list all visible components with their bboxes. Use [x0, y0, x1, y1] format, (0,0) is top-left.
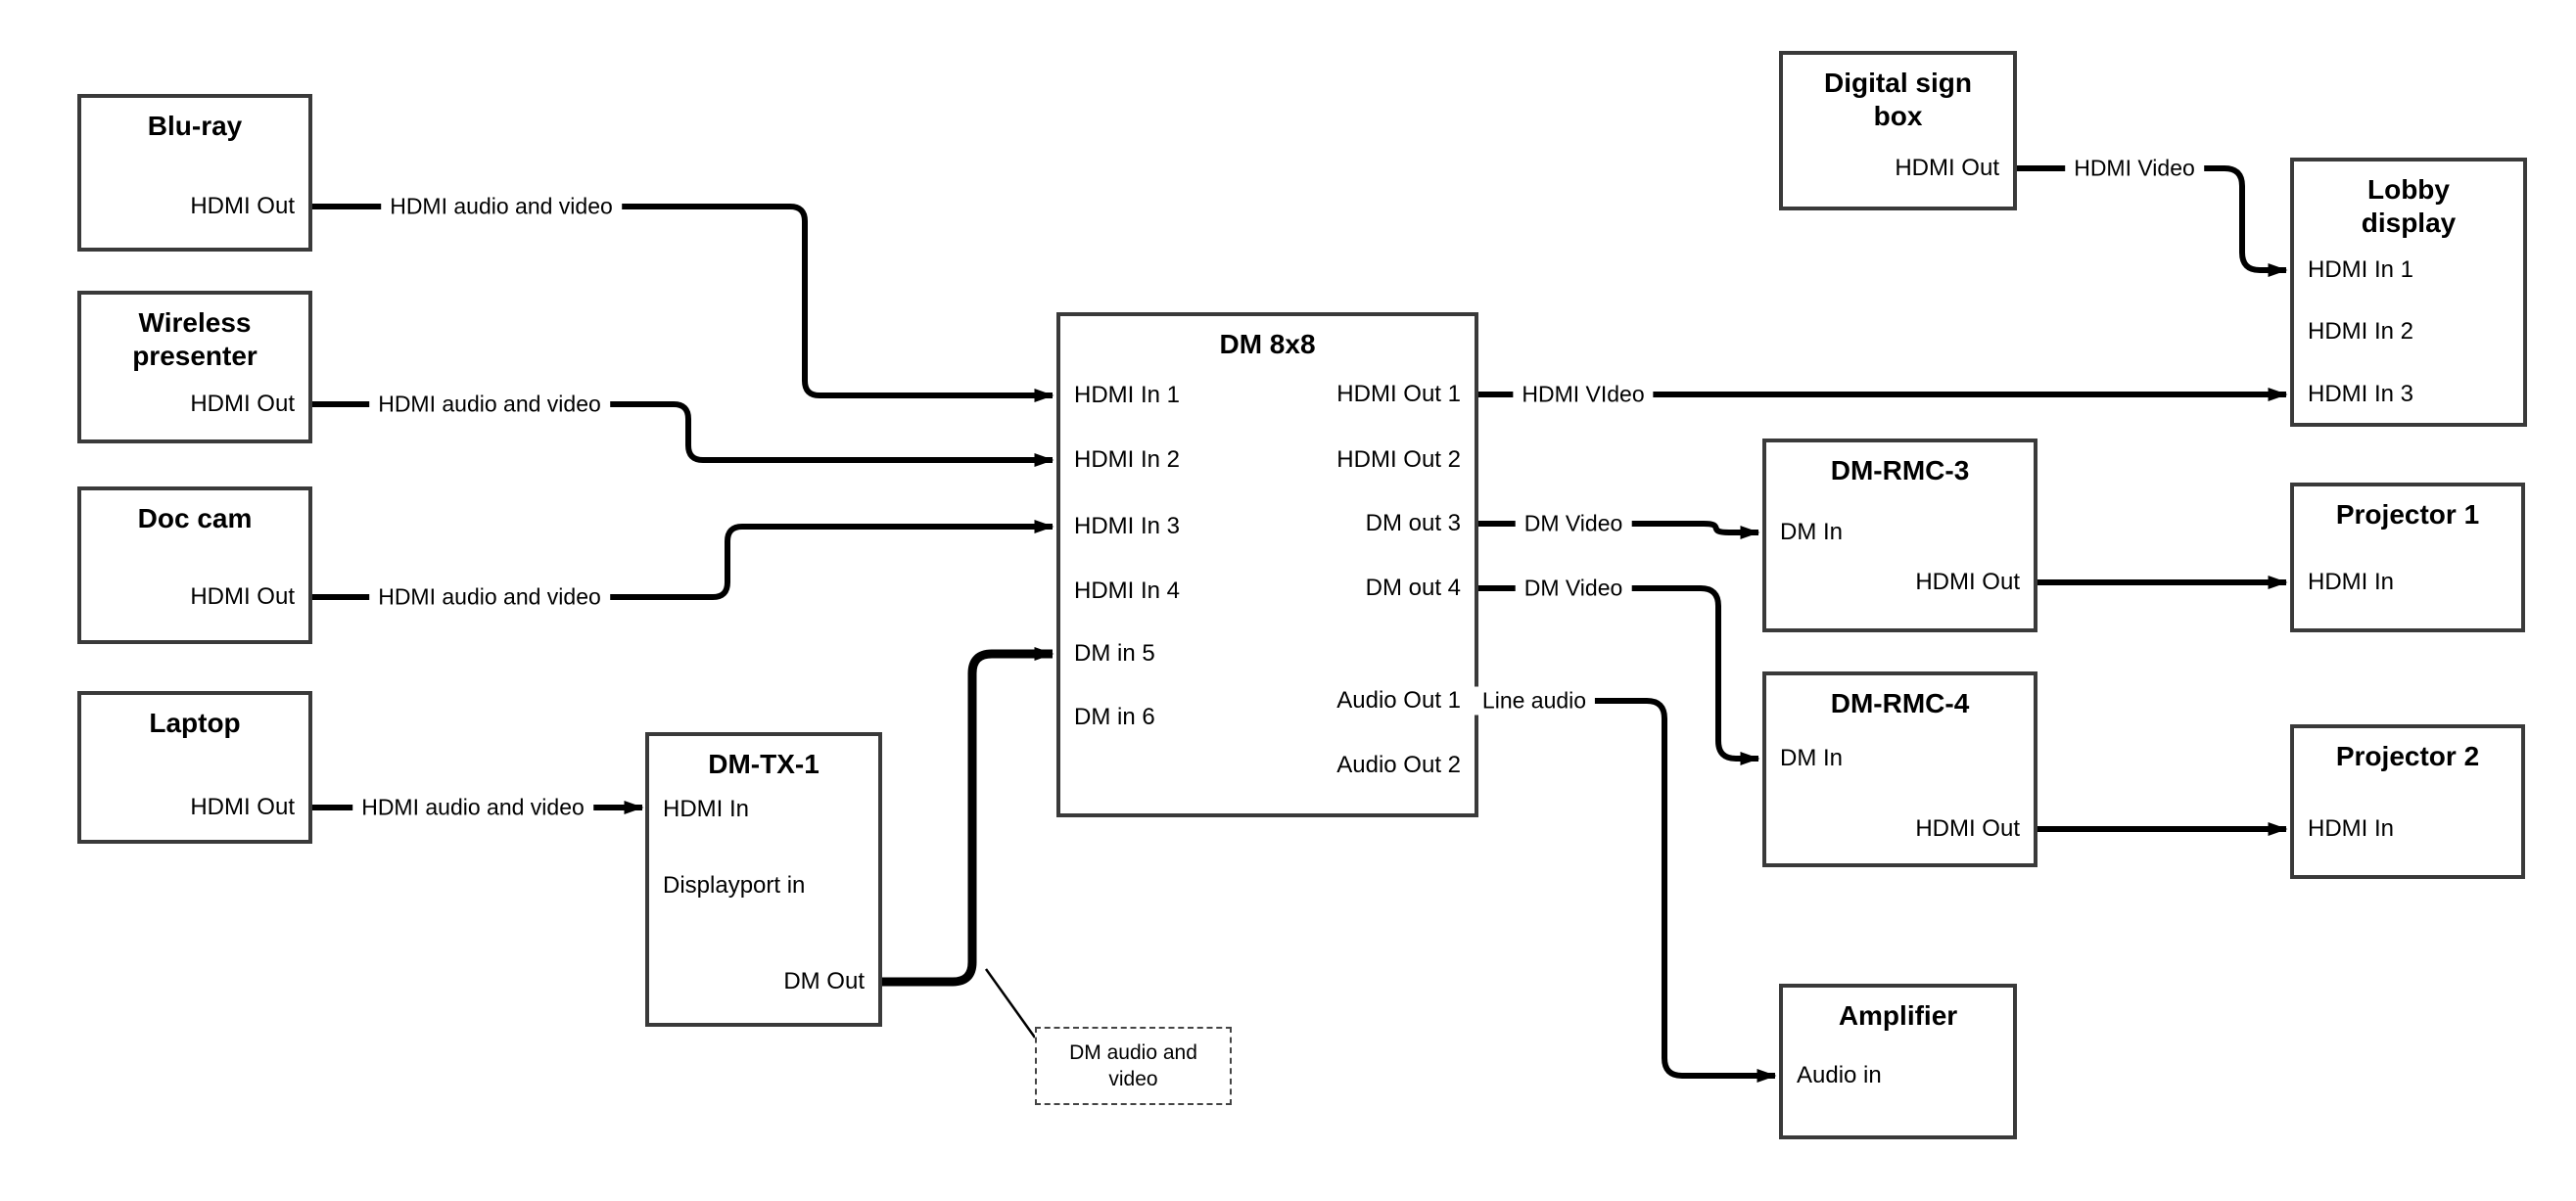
- node-title-line: display: [2361, 208, 2457, 238]
- node-title-line: presenter: [132, 341, 258, 371]
- callout-text-line: video: [1108, 1068, 1158, 1090]
- node-title-line: Blu-ray: [147, 111, 243, 141]
- port-lobby-display-hdmi-in-3: HDMI In 3: [2308, 381, 2414, 407]
- edge-digitalsign-to-lobby-in1: [2017, 165, 2288, 277]
- edge-label-digitalsign-to-lobby-in1: HDMI Video: [2065, 154, 2204, 183]
- port-dm-8x8-dm-in-5: DM in 5: [1074, 640, 1155, 667]
- port-laptop-hdmi-out: HDMI Out: [190, 794, 295, 820]
- node-projector-1: Projector 1 HDMI In: [2290, 483, 2525, 632]
- port-dm-8x8-dm-out-4: DM out 4: [1365, 575, 1461, 601]
- node-projector-2: Projector 2 HDMI In: [2290, 724, 2525, 879]
- port-lobby-display-hdmi-in-2: HDMI In 2: [2308, 318, 2414, 345]
- edge-wireless-to-dm8x8-in2: [312, 401, 1054, 467]
- node-title-line: Wireless: [138, 307, 252, 338]
- node-title-line: Amplifier: [1838, 1000, 1958, 1031]
- node-title-line: box: [1873, 101, 1923, 131]
- node-title-line: Lobby: [2367, 174, 2450, 205]
- port-dm-tx-1-dm-out: DM Out: [783, 968, 865, 994]
- edge-doccam-to-dm8x8-in3: [312, 520, 1054, 600]
- port-dm-8x8-hdmi-out-1: HDMI Out 1: [1336, 381, 1461, 407]
- port-dm-8x8-dm-in-6: DM in 6: [1074, 704, 1155, 730]
- port-dm-tx-1-displayport-in: Displayport in: [663, 872, 806, 899]
- port-dm-tx-1-hdmi-in: HDMI In: [663, 796, 750, 822]
- port-dm-rmc-4-dm-in: DM In: [1780, 745, 1844, 771]
- edge-label-dm8x8-out3-to-dmrmc3-dmin: DM Video: [1515, 509, 1632, 538]
- port-dm-8x8-hdmi-out-2: HDMI Out 2: [1336, 446, 1461, 473]
- port-lobby-display-hdmi-in-1: HDMI In 1: [2308, 256, 2414, 283]
- port-projector-2-hdmi-in: HDMI In: [2308, 815, 2395, 842]
- edge-dm8x8-audioout1-to-amplifier: [1478, 698, 1777, 1083]
- node-title: Projector 1: [2294, 498, 2521, 531]
- node-title: DM-RMC-3: [1766, 454, 2034, 487]
- node-title-line: DM 8x8: [1219, 329, 1316, 359]
- node-title: DM 8x8: [1060, 328, 1475, 361]
- port-dm-rmc-4-hdmi-out: HDMI Out: [1915, 815, 2020, 842]
- callout-text-line: DM audio and: [1069, 1041, 1197, 1064]
- port-dm-8x8-hdmi-in-4: HDMI In 4: [1074, 577, 1181, 604]
- node-title: Doc cam: [81, 502, 308, 535]
- port-dm-8x8-audio-out-2: Audio Out 2: [1336, 752, 1461, 778]
- node-title-line: DM-RMC-4: [1830, 688, 1970, 718]
- port-dm-8x8-audio-out-1: Audio Out 1: [1336, 687, 1461, 714]
- port-amplifier-audio-in: Audio in: [1797, 1062, 1882, 1088]
- edge-label-wireless-to-dm8x8-in2: HDMI audio and video: [369, 390, 610, 419]
- edge-label-bluray-to-dm8x8-in1: HDMI audio and video: [381, 192, 622, 221]
- port-wireless-presenter-hdmi-out: HDMI Out: [190, 391, 295, 417]
- node-title-line: Doc cam: [137, 503, 253, 533]
- edge-dm8x8-out4-to-dmrmc4-dmin: [1478, 585, 1760, 765]
- node-title-line: Projector 2: [2335, 741, 2480, 771]
- node-title-line: Digital sign: [1824, 68, 1972, 98]
- edge-dmtx1-dmout-to-dm8x8-in5: [882, 647, 1054, 987]
- edge-label-dm8x8-audioout1-to-amplifier: Line audio: [1473, 686, 1596, 716]
- edge-label-laptop-to-dmtx1-hdmiin: HDMI audio and video: [352, 793, 593, 822]
- edge-dm8x8-out3-to-dmrmc3-dmin: [1478, 521, 1760, 539]
- edge-label-dm8x8-out4-to-dmrmc4-dmin: DM Video: [1515, 574, 1632, 603]
- node-title: Projector 2: [2294, 740, 2521, 773]
- node-title-line: Projector 1: [2335, 499, 2480, 530]
- node-title-line: Laptop: [149, 708, 241, 738]
- node-title: Amplifier: [1783, 999, 2013, 1033]
- port-dm-8x8-hdmi-in-2: HDMI In 2: [1074, 446, 1181, 473]
- port-dm-rmc-3-dm-in: DM In: [1780, 519, 1844, 545]
- edge-label-doccam-to-dm8x8-in3: HDMI audio and video: [369, 582, 610, 612]
- edge-label-dm8x8-out1-to-lobby-in3: HDMI VIdeo: [1513, 380, 1654, 409]
- port-dm-8x8-dm-out-3: DM out 3: [1365, 510, 1461, 536]
- node-dm-rmc-4: DM-RMC-4 DM In HDMI Out: [1762, 671, 2037, 867]
- port-dm-8x8-hdmi-in-3: HDMI In 3: [1074, 513, 1181, 539]
- node-title: Laptop: [81, 707, 308, 740]
- node-title-line: DM-TX-1: [708, 749, 820, 779]
- edge-bluray-to-dm8x8-in1: [312, 204, 1054, 402]
- node-dm-rmc-3: DM-RMC-3 DM In HDMI Out: [1762, 439, 2037, 632]
- port-dm-8x8-hdmi-in-1: HDMI In 1: [1074, 382, 1181, 408]
- port-dm-rmc-3-hdmi-out: HDMI Out: [1915, 569, 2020, 595]
- port-digital-sign-box-hdmi-out: HDMI Out: [1895, 155, 1999, 181]
- port-doc-cam-hdmi-out: HDMI Out: [190, 583, 295, 610]
- node-title-line: DM-RMC-3: [1830, 455, 1970, 485]
- port-blu-ray-hdmi-out: HDMI Out: [190, 193, 295, 219]
- node-title: DM-TX-1: [649, 748, 878, 781]
- node-title: Blu-ray: [81, 110, 308, 143]
- callout-dm-audio-and-video: DM audio and video: [1035, 1027, 1232, 1105]
- callout-leader-line: [984, 968, 1037, 1039]
- node-title: DM-RMC-4: [1766, 687, 2034, 720]
- port-projector-1-hdmi-in: HDMI In: [2308, 569, 2395, 595]
